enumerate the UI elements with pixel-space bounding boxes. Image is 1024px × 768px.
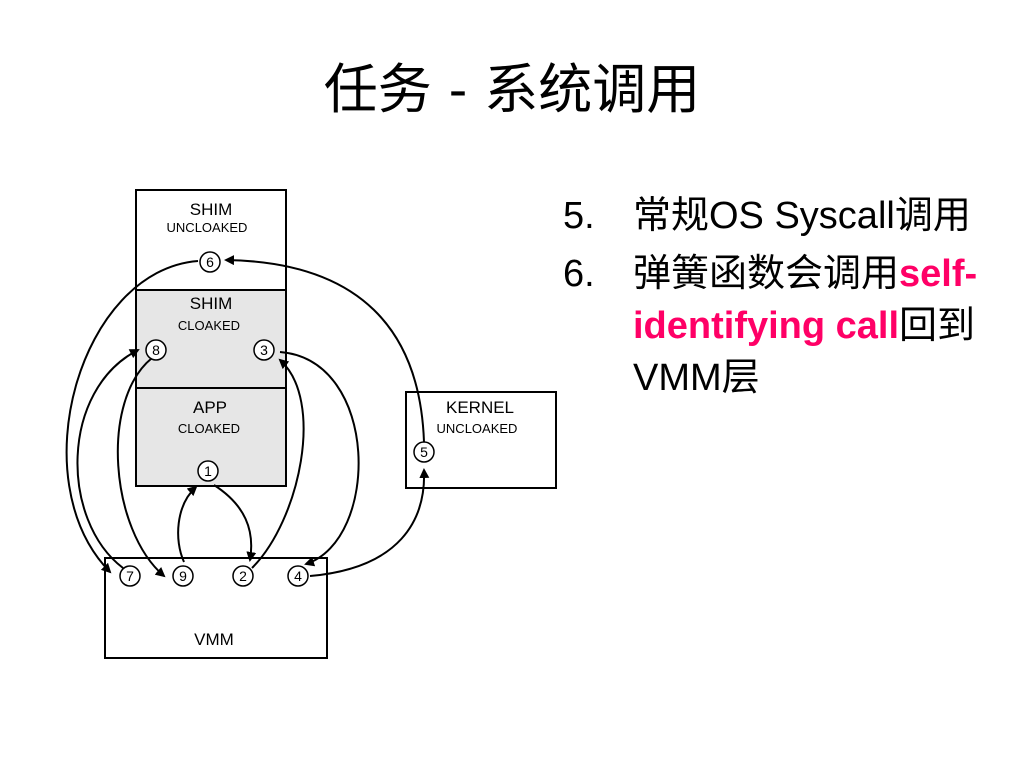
step-9-marker: 9 bbox=[172, 565, 194, 587]
step-9-number: 9 bbox=[179, 568, 187, 584]
note-number: 5. bbox=[563, 195, 595, 237]
note-text: 常规OS Syscall调用 bbox=[633, 195, 971, 237]
shim-uncloaked-sub: UNCLOAKED bbox=[167, 220, 248, 235]
vmm-label: VMM bbox=[194, 630, 234, 649]
kernel-box bbox=[405, 391, 557, 489]
step-1-marker: 1 bbox=[197, 460, 219, 482]
note-number: 6. bbox=[563, 253, 595, 295]
note-item-5: 5. 常规OS Syscall调用 bbox=[563, 190, 1003, 242]
step-8-number: 8 bbox=[152, 342, 160, 358]
arrow-9-to-1 bbox=[177, 485, 198, 563]
step-7-marker: 7 bbox=[119, 565, 141, 587]
step-4-marker: 4 bbox=[287, 565, 309, 587]
shim-cloaked-sub: CLOAKED bbox=[178, 318, 240, 333]
shim-cloaked-label: SHIM bbox=[190, 294, 233, 313]
notes-list: 5. 常规OS Syscall调用 6. 弹簧函数会调用self-identif… bbox=[563, 190, 1003, 410]
kernel-label: KERNEL bbox=[446, 398, 514, 417]
arrow-4-to-5 bbox=[309, 468, 430, 577]
arrow-7-to-8 bbox=[76, 349, 140, 569]
step-6-marker: 6 bbox=[199, 251, 221, 273]
app-cloaked-label: APP bbox=[193, 398, 227, 417]
step-2-number: 2 bbox=[239, 568, 247, 584]
shim-cloaked-box bbox=[135, 289, 287, 389]
step-5-marker: 5 bbox=[413, 441, 435, 463]
step-7-number: 7 bbox=[126, 568, 134, 584]
step-6-number: 6 bbox=[206, 254, 214, 270]
arrow-6-to-7 bbox=[65, 260, 199, 574]
note-item-6: 6. 弹簧函数会调用self-identifying call回到VMM层 bbox=[563, 248, 1003, 404]
arrow-8-to-9 bbox=[116, 357, 166, 578]
arrow-1-to-2 bbox=[213, 484, 257, 562]
shim-uncloaked-box bbox=[135, 189, 287, 291]
kernel-sub: UNCLOAKED bbox=[437, 421, 518, 436]
note-highlight: self-identifying call bbox=[633, 253, 978, 347]
arrow-2-to-3 bbox=[251, 358, 305, 569]
arrow-3-to-4 bbox=[279, 351, 360, 567]
step-4-number: 4 bbox=[294, 568, 302, 584]
shim-uncloaked-label: SHIM bbox=[190, 200, 233, 219]
step-3-number: 3 bbox=[260, 342, 268, 358]
note-text-after: 回到VMM层 bbox=[633, 305, 976, 399]
app-cloaked-sub: CLOAKED bbox=[178, 421, 240, 436]
step-8-marker: 8 bbox=[145, 339, 167, 361]
note-text: 弹簧函数会调用self-identifying call回到VMM层 bbox=[633, 248, 1003, 404]
step-1-number: 1 bbox=[204, 463, 212, 479]
arrow-5-to-6 bbox=[224, 255, 425, 443]
note-text-before: 弹簧函数会调用 bbox=[633, 253, 900, 295]
step-5-number: 5 bbox=[420, 444, 428, 460]
step-2-marker: 2 bbox=[232, 565, 254, 587]
slide-title: 任务 - 系统调用 bbox=[323, 58, 701, 121]
step-3-marker: 3 bbox=[253, 339, 275, 361]
